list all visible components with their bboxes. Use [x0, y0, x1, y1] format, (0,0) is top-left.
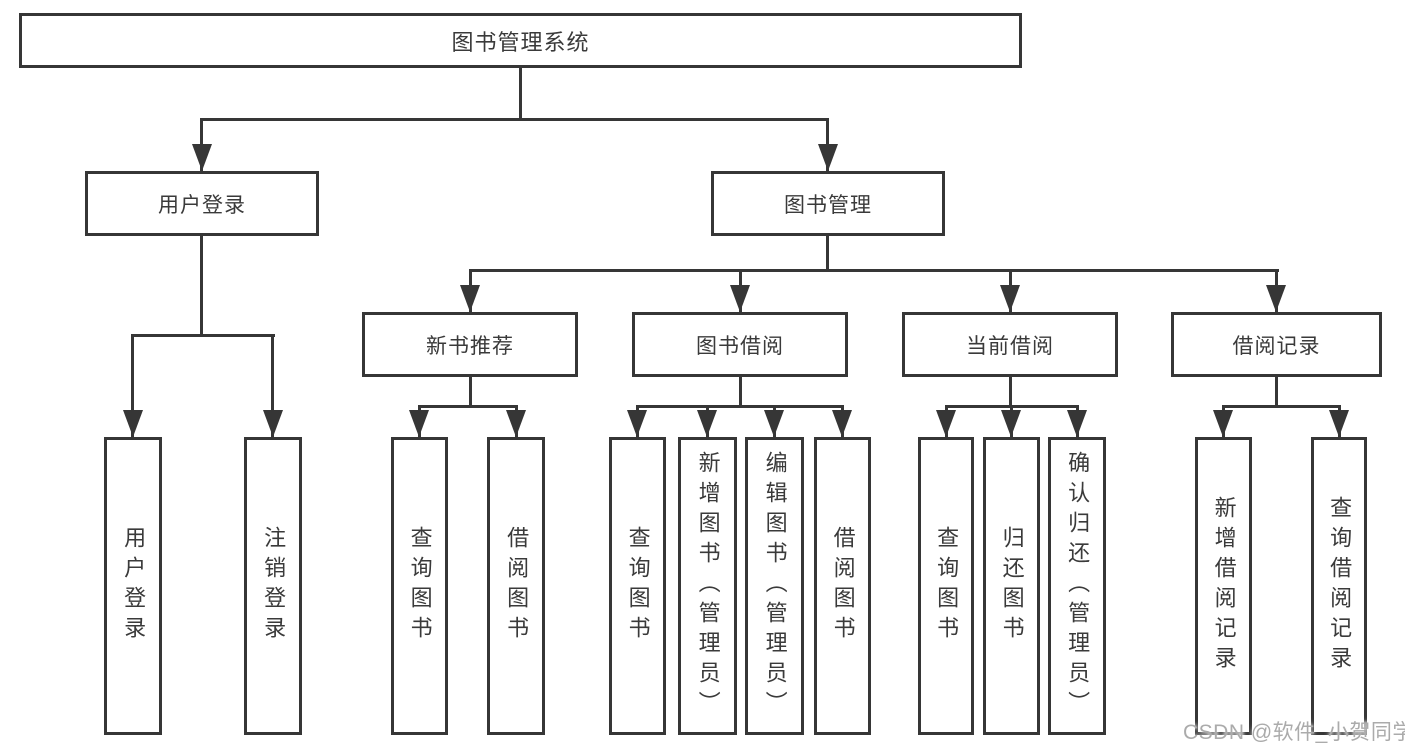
arrow-bb-leaf2 — [697, 410, 717, 437]
node-book-borrow: 图书借阅 — [632, 312, 848, 377]
arrow-cb-leaf2 — [1001, 410, 1021, 437]
leaf-query-borrow-record: 查询借阅记录 — [1311, 437, 1367, 735]
node-borrow-records-label: 借阅记录 — [1232, 334, 1321, 358]
arrow-to-borrow-records — [1266, 285, 1286, 312]
arrow-to-leaf-login — [123, 410, 143, 437]
connector-current-borrow-stem — [1009, 377, 1012, 407]
arrow-br-leaf1 — [1213, 410, 1233, 437]
connector-to-leaf-logout — [271, 334, 274, 437]
connector-book-management-hbar — [469, 269, 1279, 272]
node-user-login-label: 用户登录 — [158, 193, 246, 217]
arrow-nb-leaf1 — [409, 410, 429, 437]
node-new-book-recommend-label: 新书推荐 — [426, 334, 514, 358]
leaf-borrow-books-2-label: 借阅图书 — [830, 526, 856, 646]
leaf-return-book: 归还图书 — [983, 437, 1040, 735]
node-borrow-records: 借阅记录 — [1171, 312, 1382, 377]
connector-new-book-stem — [469, 377, 472, 407]
node-current-borrow-label: 当前借阅 — [966, 334, 1054, 358]
node-book-management-label: 图书管理 — [784, 193, 872, 217]
leaf-add-borrow-record-label: 新增借阅记录 — [1211, 496, 1237, 676]
leaf-query-books-2-label: 查询图书 — [625, 526, 651, 646]
arrow-bb-leaf1 — [627, 410, 647, 437]
leaf-query-books-1: 查询图书 — [391, 437, 448, 735]
leaf-borrow-books-1: 借阅图书 — [487, 437, 545, 735]
connector-user-login-stem — [200, 236, 203, 336]
leaf-query-books-3-label: 查询图书 — [934, 526, 960, 646]
arrow-to-user-login — [192, 144, 212, 171]
connector-book-management-stem — [826, 236, 829, 272]
watermark: CSDN @软件_小贺同学 — [1183, 721, 1405, 744]
leaf-borrow-books-1-label: 借阅图书 — [504, 526, 530, 646]
leaf-logout: 注销登录 — [244, 437, 302, 735]
connector-borrow-records-hbar — [1222, 405, 1340, 408]
connector-user-login-hbar — [131, 334, 275, 337]
leaf-query-books-2: 查询图书 — [609, 437, 666, 735]
arrow-nb-leaf2 — [506, 410, 526, 437]
leaf-edit-book-admin-label: 编辑图书（管理员） — [762, 451, 788, 721]
arrow-to-book-management — [818, 144, 838, 171]
connector-borrow-records-stem — [1275, 377, 1278, 407]
connector-root-hbar — [200, 118, 829, 121]
node-root-label: 图书管理系统 — [451, 29, 590, 55]
leaf-add-book-admin-label: 新增图书（管理员） — [695, 451, 721, 721]
connector-root-stem — [519, 68, 522, 119]
arrow-to-current-borrow — [1000, 285, 1020, 312]
leaf-query-borrow-record-label: 查询借阅记录 — [1327, 496, 1353, 676]
arrow-to-new-book — [460, 285, 480, 312]
arrow-cb-leaf3 — [1067, 410, 1087, 437]
leaf-confirm-return-admin-label: 确认归还（管理员） — [1065, 451, 1091, 721]
node-current-borrow: 当前借阅 — [902, 312, 1118, 377]
leaf-query-books-1-label: 查询图书 — [407, 526, 433, 646]
connector-new-book-hbar — [418, 405, 518, 408]
leaf-edit-book-admin: 编辑图书（管理员） — [745, 437, 804, 735]
arrow-to-book-borrow — [730, 285, 750, 312]
arrow-bb-leaf4 — [832, 410, 852, 437]
node-book-management: 图书管理 — [711, 171, 945, 236]
arrow-cb-leaf1 — [936, 410, 956, 437]
node-new-book-recommend: 新书推荐 — [362, 312, 578, 377]
leaf-borrow-books-2: 借阅图书 — [814, 437, 871, 735]
node-root: 图书管理系统 — [19, 13, 1022, 68]
leaf-return-book-label: 归还图书 — [999, 526, 1025, 646]
leaf-user-login: 用户登录 — [104, 437, 162, 735]
leaf-add-borrow-record: 新增借阅记录 — [1195, 437, 1252, 735]
leaf-query-books-3: 查询图书 — [918, 437, 974, 735]
connector-book-borrow-hbar — [636, 405, 844, 408]
connector-book-borrow-stem — [739, 377, 742, 407]
connector-to-leaf-login — [131, 334, 134, 437]
leaf-logout-label: 注销登录 — [261, 526, 287, 646]
node-book-borrow-label: 图书借阅 — [696, 334, 784, 358]
arrow-br-leaf2 — [1329, 410, 1349, 437]
leaf-confirm-return-admin: 确认归还（管理员） — [1048, 437, 1106, 735]
leaf-user-login-label: 用户登录 — [121, 526, 147, 646]
arrow-to-leaf-logout — [263, 410, 283, 437]
leaf-add-book-admin: 新增图书（管理员） — [678, 437, 737, 735]
arrow-bb-leaf3 — [764, 410, 784, 437]
node-user-login: 用户登录 — [85, 171, 319, 236]
